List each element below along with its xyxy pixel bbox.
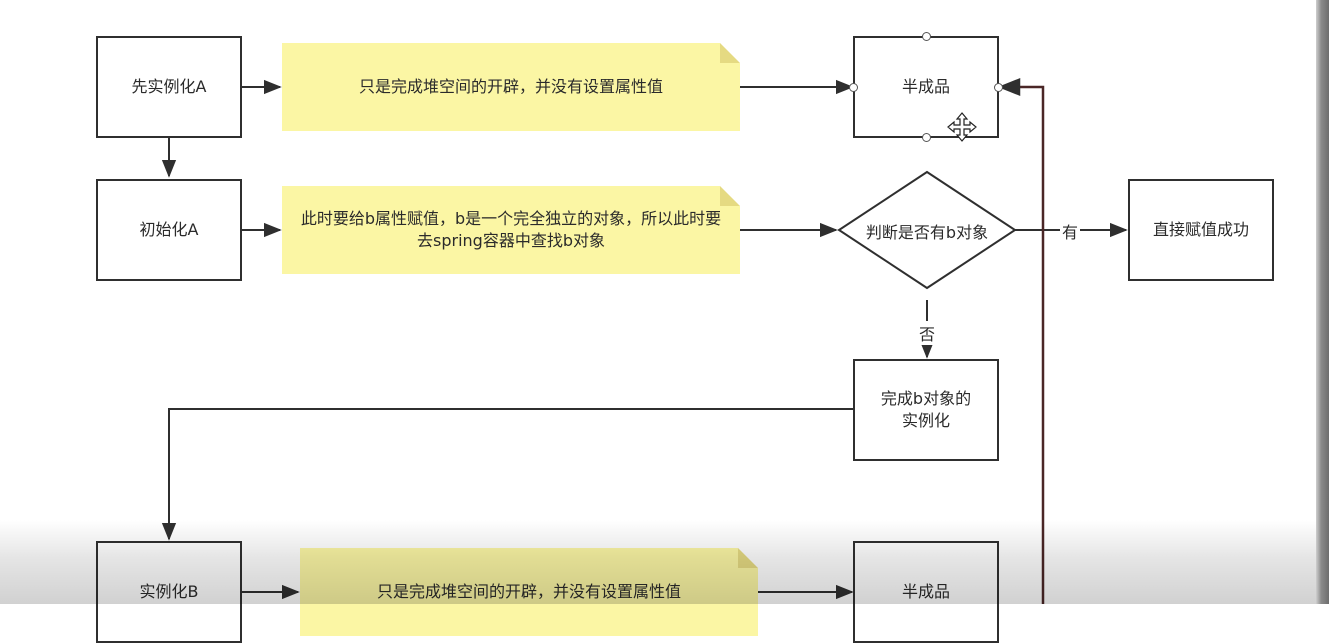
- decision-label: 判断是否有b对象: [865, 223, 989, 242]
- node-init-a-label: 初始化A: [139, 220, 199, 239]
- node-half-product-bottom[interactable]: 半成品: [853, 541, 999, 643]
- edge-completeb-to-b: [161, 408, 853, 541]
- connection-port-bottom[interactable]: [922, 133, 931, 142]
- window-edge: [1316, 0, 1329, 604]
- node-half-product-bottom-label: 半成品: [901, 582, 950, 601]
- node-instantiate-a-label: 先实例化A: [131, 77, 207, 96]
- node-half-product-top[interactable]: 半成品: [853, 36, 999, 138]
- move-cursor-icon: [947, 112, 977, 142]
- note-heap-only-top-text: 只是完成堆空间的开辟，并没有设置属性值: [358, 77, 663, 96]
- note-fold-corner: [738, 548, 758, 568]
- note-heap-only-bottom[interactable]: 只是完成堆空间的开辟，并没有设置属性值: [300, 548, 758, 636]
- node-instantiate-b[interactable]: 实例化B: [96, 541, 242, 643]
- edge-return-to-half: [997, 78, 1045, 604]
- note-fold-corner: [720, 186, 740, 206]
- connection-port-right[interactable]: [994, 83, 1003, 92]
- note-heap-only-bottom-text: 只是完成堆空间的开辟，并没有设置属性值: [376, 582, 681, 601]
- node-complete-b-label: 完成b对象的实例化: [880, 389, 972, 430]
- note-heap-only-top[interactable]: 只是完成堆空间的开辟，并没有设置属性值: [282, 43, 740, 131]
- note-assign-b-text: 此时要给b属性赋值，b是一个完全独立的对象，所以此时要去spring容器中查找b…: [300, 209, 722, 250]
- node-complete-b[interactable]: 完成b对象的实例化: [853, 359, 999, 461]
- decision-diamond: [837, 170, 1017, 290]
- edge-label-yes: 有: [1060, 219, 1081, 243]
- node-half-product-top-label: 半成品: [901, 77, 950, 96]
- node-init-a[interactable]: 初始化A: [96, 179, 242, 281]
- diagram-canvas: 先实例化A 只是完成堆空间的开辟，并没有设置属性值 半成品 初始化A 此时要给b…: [0, 32, 1316, 643]
- connection-port-left[interactable]: [849, 83, 858, 92]
- connection-port-top[interactable]: [922, 32, 931, 41]
- node-instantiate-b-label: 实例化B: [139, 582, 199, 601]
- node-assign-success[interactable]: 直接赋值成功: [1128, 179, 1274, 281]
- node-assign-success-label: 直接赋值成功: [1152, 220, 1249, 239]
- note-fold-corner: [720, 43, 740, 63]
- node-instantiate-a[interactable]: 先实例化A: [96, 36, 242, 138]
- edge-label-no: 否: [917, 321, 938, 345]
- note-assign-b[interactable]: 此时要给b属性赋值，b是一个完全独立的对象，所以此时要去spring容器中查找b…: [282, 186, 740, 274]
- connectors: [161, 78, 1128, 604]
